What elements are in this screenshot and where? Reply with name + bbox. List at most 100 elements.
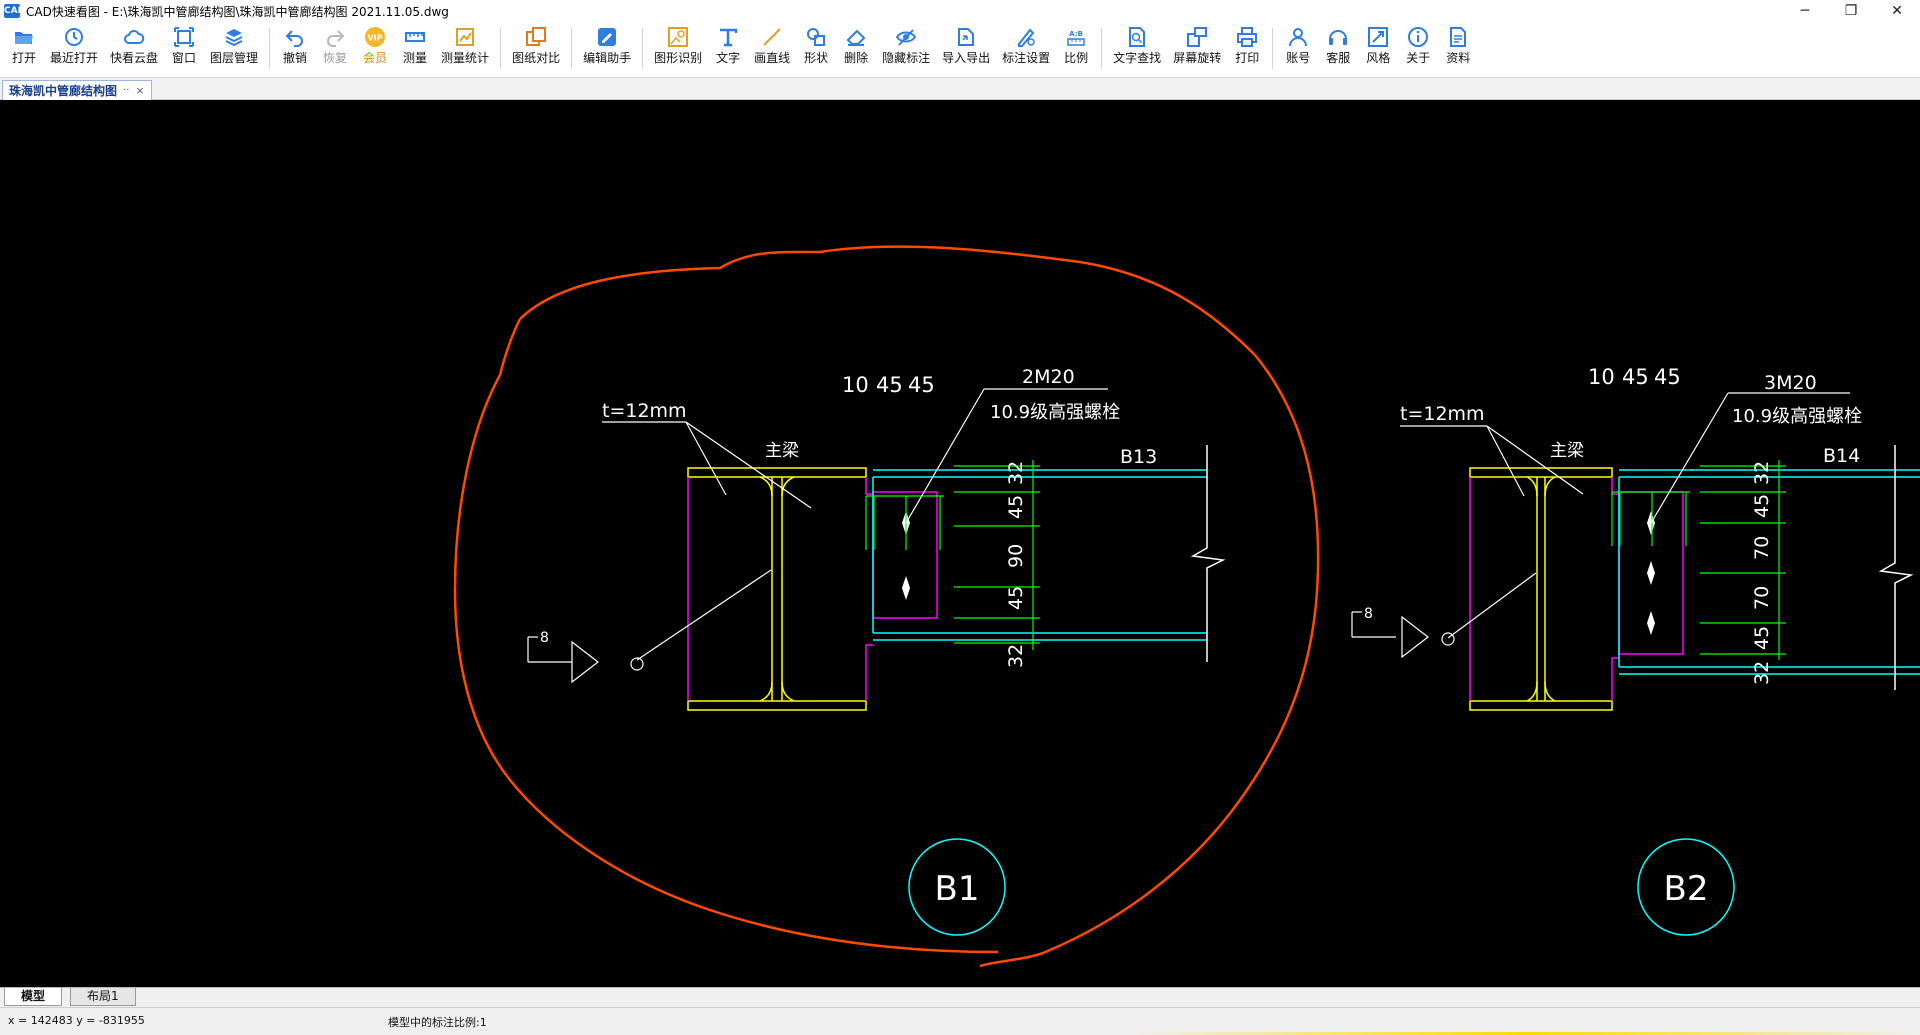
b1-dim-5: 32: [1005, 644, 1027, 668]
rotate-screen-button[interactable]: 屏幕旋转: [1167, 22, 1227, 77]
bolt-icon: [1647, 561, 1655, 585]
b2-dim-2: 45: [1751, 494, 1773, 518]
bolt-icon: [1647, 611, 1655, 635]
edit-assistant-icon: [596, 26, 618, 48]
text-icon: [717, 26, 739, 48]
cloud-drive-button[interactable]: 快看云盘: [104, 22, 164, 77]
text-tool-button[interactable]: 文字: [708, 22, 748, 77]
b2-dim-6: 32: [1751, 661, 1773, 685]
account-icon: [1287, 26, 1309, 48]
vip-member-button[interactable]: VIP 会员: [355, 22, 395, 77]
undo-button[interactable]: 撤销: [275, 22, 315, 77]
layer-manager-button[interactable]: 图层管理: [204, 22, 264, 77]
open-button[interactable]: 打开: [4, 22, 44, 77]
b1-weld-size: 8: [540, 630, 549, 646]
b1-labels: t=12mm 主梁 10 45 45 2M20 10.9级高强螺栓 B13 8: [540, 366, 1157, 646]
recent-icon: [63, 26, 85, 48]
detail-b1: t=12mm 主梁 10 45 45 2M20 10.9级高强螺栓 B13 8 …: [527, 366, 1226, 936]
scale-icon: A:B: [1065, 26, 1087, 48]
b2-dim-3: 70: [1751, 536, 1773, 560]
title-bar: CAD CAD快速看图 - E:\珠海凯中管廊结构图\珠海凯中管廊结构图 202…: [0, 0, 1920, 22]
document-tab[interactable]: 珠海凯中管廊结构图 ·· ×: [2, 80, 152, 100]
compare-icon: [525, 26, 547, 48]
scale-badge-text: A:B: [1069, 30, 1083, 38]
b1-spacing-2: 45: [876, 373, 903, 397]
bolt-icon: [902, 576, 910, 600]
documents-button[interactable]: 资料: [1438, 22, 1478, 77]
redo-icon: [324, 26, 346, 48]
b1-bolt-spec: 2M20: [1022, 366, 1075, 388]
document-tab-strip: 珠海凯中管廊结构图 ·· ×: [0, 78, 1920, 100]
annotation-settings-icon: [1015, 26, 1037, 48]
b2-dim-5: 45: [1751, 626, 1773, 650]
measure-stats-icon: [454, 26, 476, 48]
status-bar: x = 142483 y = -831955 模型中的标注比例:1: [0, 1007, 1920, 1035]
b1-leaders: [527, 388, 1108, 684]
hide-annotation-icon: [895, 26, 917, 48]
tab-layout1[interactable]: 布局1: [70, 988, 136, 1006]
shape-recognition-button[interactable]: 图形识别: [648, 22, 708, 77]
account-button[interactable]: 账号: [1278, 22, 1318, 77]
maximize-button[interactable]: ❐: [1844, 3, 1858, 19]
document-tab-label: 珠海凯中管廊结构图: [9, 84, 118, 98]
b2-dimension-lines: [1611, 460, 1786, 660]
scale-button[interactable]: A:B 比例: [1056, 22, 1096, 77]
hide-annotation-button[interactable]: 隐藏标注: [876, 22, 936, 77]
b1-break-line: [1190, 445, 1226, 662]
recent-open-button[interactable]: 最近打开: [44, 22, 104, 77]
minimize-button[interactable]: ─: [1800, 3, 1810, 19]
shape-button[interactable]: 形状: [796, 22, 836, 77]
close-button[interactable]: ✕: [1891, 3, 1903, 19]
drawing-canvas[interactable]: t=12mm 主梁 10 45 45 2M20 10.9级高强螺栓 B13 8 …: [0, 100, 1920, 987]
redo-button[interactable]: 恢复: [315, 22, 355, 77]
style-icon: [1367, 26, 1389, 48]
measure-button[interactable]: 测量: [395, 22, 435, 77]
pin-icon[interactable]: ··: [123, 85, 130, 96]
b2-labels: t=12mm 主梁 10 45 45 3M20 10.9级高强螺栓 B14 8: [1364, 365, 1862, 622]
about-button[interactable]: 关于: [1398, 22, 1438, 77]
compare-drawings-button[interactable]: 图纸对比: [506, 22, 566, 77]
toolbar-separator: [269, 28, 271, 69]
close-tab-icon[interactable]: ×: [135, 84, 145, 97]
edit-assistant-button[interactable]: 编辑助手: [577, 22, 637, 77]
customer-service-button[interactable]: 客服: [1318, 22, 1358, 77]
text-search-button[interactable]: 文字查找: [1107, 22, 1167, 77]
b2-thickness-label: t=12mm: [1400, 403, 1485, 425]
b2-spacing-3: 45: [1654, 365, 1681, 389]
markup-freehand-circle: [453, 245, 1320, 968]
b1-spacing-3: 45: [908, 373, 935, 397]
import-export-button[interactable]: 导入导出: [936, 22, 996, 77]
window-controls: ─ ❐ ✕: [1782, 0, 1920, 22]
draw-line-button[interactable]: 画直线: [748, 22, 796, 77]
shape-icon: [805, 26, 827, 48]
detail-b2: t=12mm 主梁 10 45 45 3M20 10.9级高强螺栓 B14 8 …: [1351, 365, 1920, 936]
b1-dim-values: 32 45 90 45 32: [1005, 461, 1027, 668]
import-export-icon: [955, 26, 977, 48]
status-accent-strip: [1130, 1032, 1920, 1035]
tab-model[interactable]: 模型: [4, 988, 63, 1006]
print-button[interactable]: 打印: [1227, 22, 1267, 77]
b2-spacing-2: 45: [1622, 365, 1649, 389]
b2-dim-1: 32: [1751, 461, 1773, 485]
b1-stiffener: [687, 477, 938, 701]
main-toolbar: 打开 最近打开 快看云盘 窗口 图层管理 撤销 恢复 VIP 会员: [0, 22, 1920, 78]
style-button[interactable]: 风格: [1358, 22, 1398, 77]
layers-icon: [223, 26, 245, 48]
b1-dimension-lines: [865, 460, 1040, 650]
window-button[interactable]: 窗口: [164, 22, 204, 77]
window-icon: [173, 26, 195, 48]
app-logo-icon: CAD: [4, 4, 26, 18]
folder-open-icon: [13, 26, 35, 48]
b1-thickness-label: t=12mm: [602, 400, 687, 422]
b2-main-beam-label: 主梁: [1550, 441, 1584, 461]
b2-bolt-spec: 3M20: [1764, 372, 1817, 394]
headset-icon: [1327, 26, 1349, 48]
b1-main-beam-label: 主梁: [765, 441, 799, 461]
delete-button[interactable]: 删除: [836, 22, 876, 77]
b2-leaders: [1351, 392, 1850, 659]
annotation-settings-button[interactable]: 标注设置: [996, 22, 1056, 77]
b1-callout-circle: [908, 838, 1006, 936]
measure-stats-button[interactable]: 测量统计: [435, 22, 495, 77]
b2-dim-values: 32 45 70 70 45 32: [1751, 461, 1773, 685]
